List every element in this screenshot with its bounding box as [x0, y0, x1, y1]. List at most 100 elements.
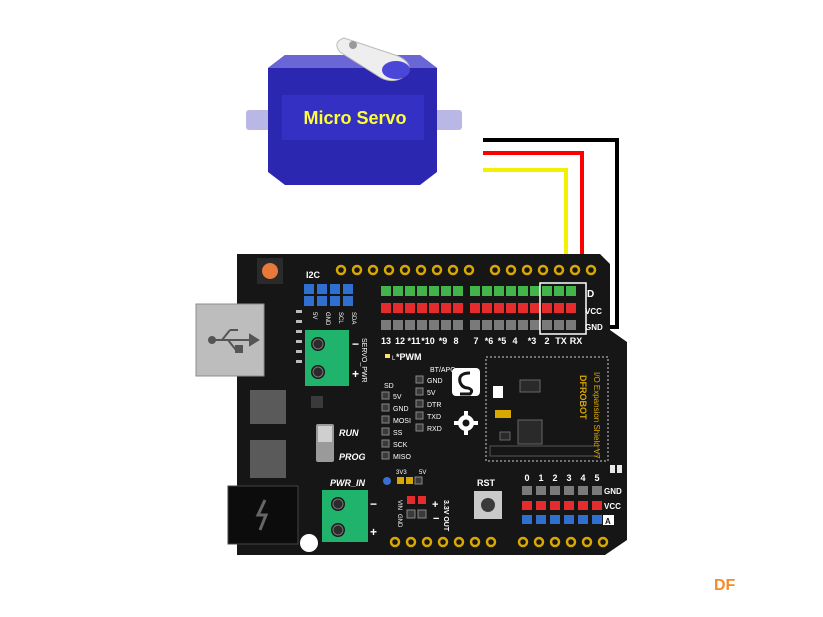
row-label-gnd: GND	[585, 323, 603, 332]
sd-pin-mosi: MOSI	[393, 418, 411, 425]
sd-pin-sck: SCK	[393, 442, 408, 449]
servo-label: Micro Servo	[303, 108, 406, 128]
analog-pin-1: 1	[538, 473, 543, 483]
i2c-label: I2C	[306, 270, 321, 280]
run-label: RUN	[339, 428, 359, 438]
sd-header	[381, 391, 390, 460]
smd-white	[493, 386, 503, 398]
smd-chip	[519, 379, 541, 393]
v5v-label: 5V	[419, 470, 426, 476]
bt-apc-label: BT/APC	[430, 367, 455, 374]
dfrobot-logo	[452, 368, 480, 396]
prog-label: PROG	[339, 452, 366, 462]
i2c-pin-scl: SCL	[337, 312, 343, 324]
bt-header	[415, 375, 424, 432]
row-label-d: D	[587, 289, 594, 300]
svg-text:+: +	[370, 525, 377, 539]
bt-module-outline	[485, 356, 609, 462]
bt-pin-dtr: DTR	[427, 402, 441, 409]
board-pcb	[237, 254, 627, 555]
brand-text: DFROBOT	[578, 375, 588, 420]
pin-tx: TX	[555, 336, 567, 346]
top-header	[335, 264, 597, 276]
analog-row-vcc: VCC	[604, 502, 621, 511]
arduino-shield: I2C 5V GND SCL SDA − + SERVO_PWR	[195, 254, 627, 555]
jumper-mid	[406, 477, 413, 484]
out-label: 3.3V OUT	[442, 500, 449, 532]
micro-servo: Micro Servo	[246, 37, 462, 185]
i2c-pin-gnd: GND	[324, 312, 330, 326]
servo-pwr-terminal	[305, 330, 349, 386]
svg-text:−: −	[370, 497, 377, 511]
bt-pin-rxd: RXD	[427, 426, 442, 433]
pin-5: *5	[498, 336, 507, 346]
bt-pin-txd: TXD	[427, 414, 441, 421]
power-led	[383, 477, 391, 485]
smd-gold	[495, 410, 511, 418]
sd-label: SD	[384, 383, 394, 390]
mounting-hole	[300, 534, 318, 552]
gear-icon	[454, 411, 478, 435]
lightning-icon	[255, 499, 269, 531]
jumper-3v3	[397, 477, 404, 484]
row-label-vcc: VCC	[585, 307, 602, 316]
df-watermark: DF	[714, 577, 736, 594]
analog-row-gnd: GND	[604, 487, 622, 496]
analog-row-a: A	[605, 517, 611, 526]
svg-text:−: −	[352, 337, 359, 351]
l-led	[385, 354, 390, 358]
sd-pin-5v: 5V	[393, 394, 402, 401]
orange-button[interactable]	[262, 263, 278, 279]
pin-6: *6	[485, 336, 494, 346]
servo-pwr-label: SERVO_PWR	[360, 338, 367, 383]
digital-header-rows	[381, 282, 587, 335]
i2c-pin-5v: 5V	[311, 312, 317, 319]
sd-pin-gnd: GND	[393, 406, 409, 413]
pin-12: 12	[395, 336, 405, 346]
rst-label: RST	[477, 478, 496, 488]
bottom-header	[389, 536, 609, 548]
pin-13: 13	[381, 336, 391, 346]
regulator-2	[250, 440, 286, 478]
pin-rx: RX	[570, 336, 583, 346]
analog-header	[522, 486, 602, 524]
dc-jack	[227, 485, 299, 545]
analog-pin-5: 5	[594, 473, 599, 483]
usb-icon	[208, 329, 260, 353]
analog-pin-4: 4	[580, 473, 585, 483]
pin2-highlight	[539, 282, 587, 335]
i2c-header	[304, 284, 353, 306]
pin-4: 4	[512, 336, 517, 346]
vin-gnd-header	[406, 496, 427, 519]
i2c-pin-sda: SDA	[350, 312, 356, 324]
pin-7: 7	[473, 336, 478, 346]
v3v3-label: 3V3	[396, 470, 407, 476]
pwm-label: *PWM	[396, 352, 422, 362]
regulator-1	[250, 390, 286, 424]
pin-3: *3	[528, 336, 537, 346]
sd-pin-ss: SS	[393, 430, 403, 437]
analog-pin-0: 0	[524, 473, 529, 483]
analog-pin-3: 3	[566, 473, 571, 483]
sd-pin-miso: MISO	[393, 454, 411, 461]
digital-row-d	[381, 286, 576, 296]
pin-9: *9	[439, 336, 448, 346]
digital-row-vcc	[381, 303, 576, 313]
shield-text: I/O Expansion Shield V7	[592, 372, 601, 459]
bt-pin-5v: 5V	[427, 390, 436, 397]
pwr-in-label: PWR_IN	[330, 478, 366, 488]
jumper-5v	[414, 476, 423, 485]
bt-pin-gnd: GND	[427, 378, 443, 385]
pin-8: 8	[453, 336, 458, 346]
vin-label: VIN	[396, 500, 402, 510]
bt-chip	[517, 419, 543, 445]
digital-row-gnd	[381, 320, 576, 330]
analog-pin-2: 2	[552, 473, 557, 483]
svg-text:−: −	[433, 513, 439, 525]
servo-shaft	[382, 61, 410, 79]
l-label: L	[392, 356, 396, 362]
pin-10: *10	[421, 336, 435, 346]
svg-text:+: +	[432, 499, 438, 511]
pin-11: *11	[407, 336, 420, 346]
